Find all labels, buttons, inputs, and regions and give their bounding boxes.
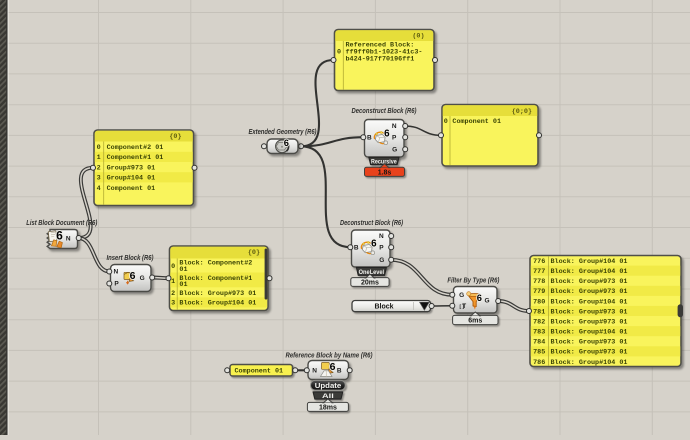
svg-text:G: G: [484, 298, 489, 305]
svg-text:6: 6: [284, 138, 289, 148]
svg-text:List Block Document (R6): List Block Document (R6): [26, 220, 98, 227]
svg-text:783: 783: [533, 329, 545, 337]
svg-text:6: 6: [477, 293, 482, 303]
svg-text:0: 0: [171, 263, 175, 271]
svg-text:Extended Geometry (R6): Extended Geometry (R6): [249, 129, 318, 136]
svg-text:{0;0}: {0;0}: [512, 108, 532, 116]
svg-text:2: 2: [97, 164, 101, 172]
svg-text:Component#2 01: Component#2 01: [107, 144, 164, 152]
svg-text:Filter By Type (R6): Filter By Type (R6): [447, 277, 500, 284]
svg-text:Block: Group#104 01: Block: Group#104 01: [551, 329, 628, 337]
svg-text:P: P: [379, 245, 384, 252]
svg-text:01: 01: [179, 281, 187, 289]
svg-text:Block: Group#973 01: Block: Group#973 01: [551, 278, 628, 286]
svg-text:Recursive: Recursive: [371, 158, 397, 165]
svg-text:Deconstruct Block (R6): Deconstruct Block (R6): [340, 220, 404, 227]
svg-text:784: 784: [533, 339, 545, 347]
svg-text:1.8s: 1.8s: [378, 169, 392, 176]
svg-text:1: 1: [97, 154, 101, 162]
svg-text:G: G: [140, 275, 145, 282]
svg-text:(0): (0): [412, 33, 424, 41]
svg-text:780: 780: [533, 298, 545, 306]
svg-text:T: T: [462, 303, 466, 310]
svg-text:Group#104 01: Group#104 01: [107, 175, 156, 183]
svg-text:2: 2: [171, 290, 175, 298]
svg-text:Block: Group#973 01: Block: Group#973 01: [179, 290, 256, 298]
svg-text:All: All: [322, 393, 334, 400]
svg-text:N: N: [392, 123, 397, 130]
svg-text:01: 01: [179, 266, 187, 274]
svg-text:782: 782: [533, 318, 545, 326]
svg-text:G: G: [459, 292, 464, 299]
svg-text:b424-917f70196ff1: b424-917f70196ff1: [346, 56, 415, 64]
svg-text:6: 6: [371, 239, 377, 250]
svg-text:6: 6: [130, 270, 136, 282]
svg-text:ff9ff0b1-1023-41c3-: ff9ff0b1-1023-41c3-: [346, 49, 423, 57]
svg-text:Block: Group#973 01: Block: Group#973 01: [551, 349, 628, 357]
svg-text:785: 785: [533, 349, 545, 357]
svg-text:Insert Block (R6): Insert Block (R6): [107, 255, 155, 262]
svg-text:778: 778: [533, 278, 545, 286]
svg-text:4: 4: [97, 185, 101, 193]
svg-text:0: 0: [337, 49, 341, 57]
svg-text:6: 6: [56, 229, 63, 243]
svg-text:Block: Block: [374, 304, 393, 311]
svg-text:786: 786: [533, 359, 545, 367]
svg-text:Block: Group#973 01: Block: Group#973 01: [551, 318, 628, 326]
svg-text:Block: Group#973 01: Block: Group#973 01: [551, 339, 628, 347]
svg-text:Component 01: Component 01: [107, 185, 156, 193]
svg-text:779: 779: [533, 288, 545, 296]
svg-text:N: N: [114, 269, 119, 276]
svg-text:Block: Component#2: Block: Component#2: [179, 260, 252, 268]
svg-text:Group#973 01: Group#973 01: [107, 164, 156, 172]
svg-text:Deconstruct Block (R6): Deconstruct Block (R6): [352, 108, 418, 115]
svg-text:Block: Group#973 01: Block: Group#973 01: [551, 288, 628, 296]
svg-text:6ms: 6ms: [468, 318, 482, 325]
svg-text:Block: Component#1: Block: Component#1: [179, 275, 252, 283]
svg-text:Component 01: Component 01: [235, 368, 284, 376]
svg-text:Update: Update: [315, 383, 342, 390]
svg-text:6: 6: [384, 129, 390, 140]
svg-text:G: G: [379, 257, 384, 264]
svg-text:N: N: [312, 367, 317, 374]
svg-text:781: 781: [533, 308, 545, 316]
svg-text:Component#1 01: Component#1 01: [107, 154, 164, 162]
svg-text:3: 3: [97, 175, 101, 183]
svg-text:P: P: [392, 135, 397, 142]
svg-text:Block: Group#104 01: Block: Group#104 01: [179, 299, 256, 307]
svg-text:Reference Block by Name (R6): Reference Block by Name (R6): [286, 352, 374, 359]
svg-text:Block: Group#104 01: Block: Group#104 01: [551, 298, 628, 306]
svg-text:N: N: [66, 235, 71, 242]
svg-text:B: B: [337, 368, 342, 375]
svg-text:18ms: 18ms: [319, 404, 337, 411]
svg-text:G: G: [392, 146, 397, 153]
svg-text:Block: Group#104 01: Block: Group#104 01: [551, 258, 628, 266]
svg-text:[]: []: [459, 304, 465, 310]
svg-text:P: P: [114, 281, 119, 288]
svg-text:776: 776: [533, 258, 545, 266]
svg-text:777: 777: [533, 268, 545, 276]
svg-text:0: 0: [444, 118, 448, 126]
svg-text:N: N: [379, 233, 384, 240]
svg-text:B: B: [367, 134, 372, 141]
svg-text:{0}: {0}: [248, 249, 260, 257]
svg-text:B: B: [354, 244, 359, 251]
svg-text:6: 6: [330, 361, 336, 373]
svg-text:Block: Group#104 01: Block: Group#104 01: [551, 359, 628, 367]
svg-text:3: 3: [171, 299, 175, 307]
svg-text:Referenced Block:: Referenced Block:: [346, 42, 415, 50]
svg-text:Component 01: Component 01: [452, 118, 501, 126]
svg-text:20ms: 20ms: [361, 280, 379, 287]
svg-text:0: 0: [97, 144, 101, 152]
svg-text:Block: Group#973 01: Block: Group#973 01: [551, 308, 628, 316]
svg-text:OneLevel: OneLevel: [359, 269, 385, 276]
svg-text:1: 1: [171, 278, 175, 286]
svg-text:Block: Group#104 01: Block: Group#104 01: [551, 268, 628, 276]
svg-text:{0}: {0}: [169, 133, 181, 141]
